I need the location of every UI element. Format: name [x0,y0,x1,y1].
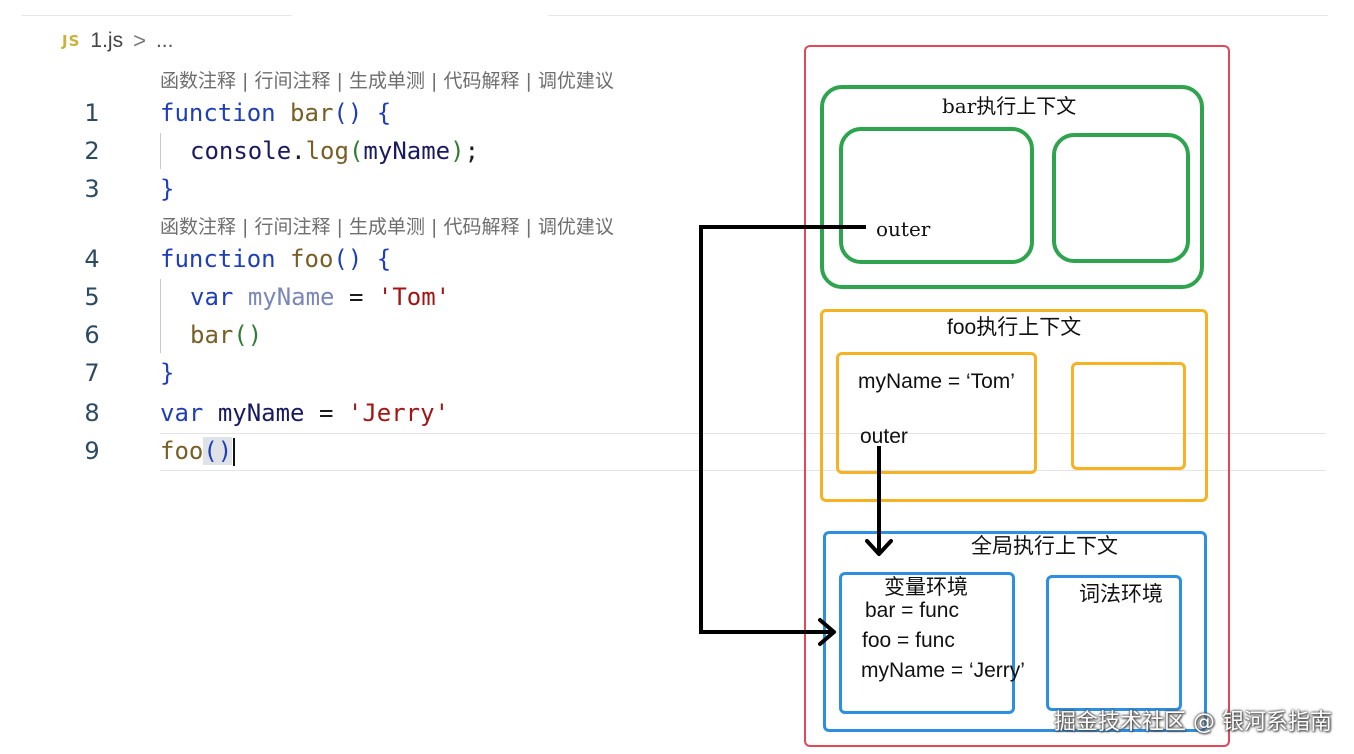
global-bar-binding: bar = func [865,599,959,622]
code-line-4: 4 function foo() { [0,241,700,277]
code-text: var myName = 'Tom' [190,283,451,311]
code-text: } [160,359,175,387]
line-number: 7 [84,359,100,387]
bar-outer-reference: outer [876,217,931,241]
breadcrumb: JS 1.js > ... [62,28,173,54]
code-line-2: 2 console.log(myName); [0,133,700,169]
bar-lexical-environment [1052,133,1190,263]
line-number: 3 [84,175,100,203]
global-lexical-environment [1046,575,1182,711]
code-text: } [160,175,175,203]
breadcrumb-file-name[interactable]: 1.js [90,29,124,52]
global-myname-binding: myName = ‘Jerry’ [861,659,1025,682]
bar-context-title: bar执行上下文 [942,94,1077,118]
bar-execution-context [820,85,1204,289]
code-text: var myName = 'Jerry' [160,399,450,427]
foo-variable-environment [836,352,1037,474]
watermark: 掘金技术社区 @ 银河系指南 [1054,710,1332,735]
text-cursor [233,438,236,466]
code-text: bar() [190,321,263,349]
bar-outer-arrow [699,225,866,634]
current-line-highlight [160,433,1326,471]
code-lens-bar[interactable]: 函数注释 | 行间注释 | 生成单测 | 代码解释 | 调优建议 [160,70,614,92]
foo-execution-context [820,309,1208,502]
breadcrumb-more[interactable]: ... [155,29,174,52]
code-line-1: 1 function bar() { [0,95,700,131]
line-number: 2 [84,137,100,165]
code-line-6: 6 bar() [0,317,700,353]
lexical-environment-title: 词法环境 [1079,583,1163,606]
execution-context-stack [804,45,1230,747]
line-number: 4 [84,245,100,273]
top-divider-right [548,15,1328,16]
code-line-8: 8 var myName = 'Jerry' [0,395,700,431]
global-variable-environment [839,572,1015,714]
indent-guide [160,133,161,169]
line-number: 8 [84,399,100,427]
code-line-7: 7 } [0,355,700,391]
line-number: 6 [84,321,100,349]
foo-lexical-environment [1071,362,1186,470]
code-text: function foo() { [160,245,392,273]
top-divider-left [22,15,292,16]
code-text: function bar() { [160,99,392,127]
js-file-icon: JS [62,32,81,50]
global-foo-binding: foo = func [862,629,955,652]
line-number: 9 [84,437,100,465]
code-lens-bar[interactable]: 函数注释 | 行间注释 | 生成单测 | 代码解释 | 调优建议 [160,216,614,238]
code-text[interactable]: foo() [160,433,236,469]
chevron-right-icon: > [133,28,146,53]
global-context-title: 全局执行上下文 [971,535,1118,558]
bar-variable-environment [839,127,1034,264]
foo-outer-arrowhead [865,539,893,556]
code-line-5: 5 var myName = 'Tom' [0,279,700,315]
line-number: 5 [84,283,100,311]
foo-myname-binding: myName = ‘Tom’ [858,370,1015,393]
indent-guide [160,279,161,353]
code-text: console.log(myName); [190,137,480,165]
variable-environment-title: 变量环境 [884,576,968,599]
bar-outer-arrowhead [818,618,836,646]
foo-context-title: foo执行上下文 [947,316,1082,339]
code-line-9[interactable]: 9 foo() [0,433,700,469]
foo-outer-reference: outer [860,425,908,448]
code-line-3: 3 } [0,171,700,207]
line-number: 1 [84,99,100,127]
